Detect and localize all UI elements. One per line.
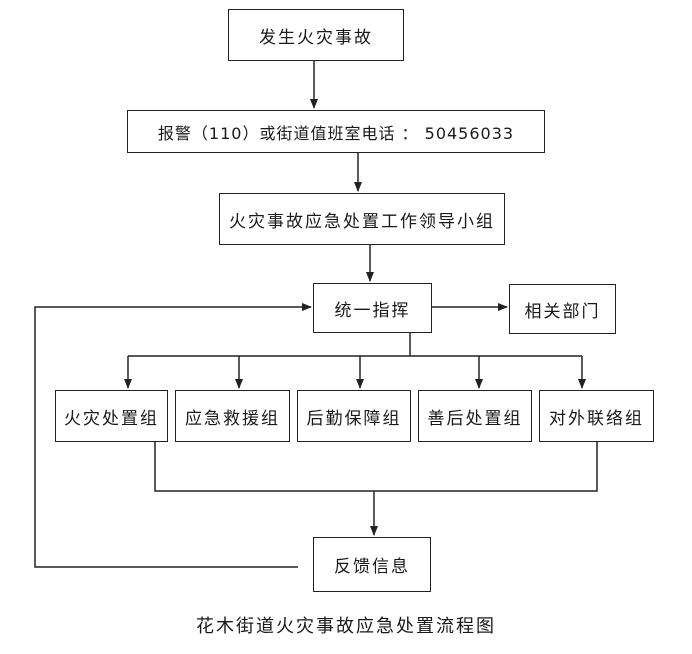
arrow-feedback-loop <box>34 303 312 568</box>
group-emergency-rescue: 应急救援组 <box>175 390 290 442</box>
command-node: 统一指挥 <box>313 283 432 333</box>
departments-node: 相关部门 <box>509 284 616 334</box>
diagram-caption: 花木街道火灾事故应急处置流程图 <box>196 616 496 637</box>
group-external-liaison: 对外联络组 <box>539 390 654 442</box>
group-logistics: 后勤保障组 <box>297 390 411 442</box>
start-node: 发生火灾事故 <box>228 9 404 61</box>
feedback-node: 反馈信息 <box>313 537 431 592</box>
group-fire-handling: 火灾处置组 <box>55 390 168 442</box>
group-aftermath: 善后处置组 <box>418 390 532 442</box>
report-node: 报警（110）或街道值班室电话 ： 50456033 <box>127 110 545 153</box>
line-groups-collect <box>154 442 598 492</box>
leadership-node: 火灾事故应急处置工作领导小组 <box>219 193 505 245</box>
